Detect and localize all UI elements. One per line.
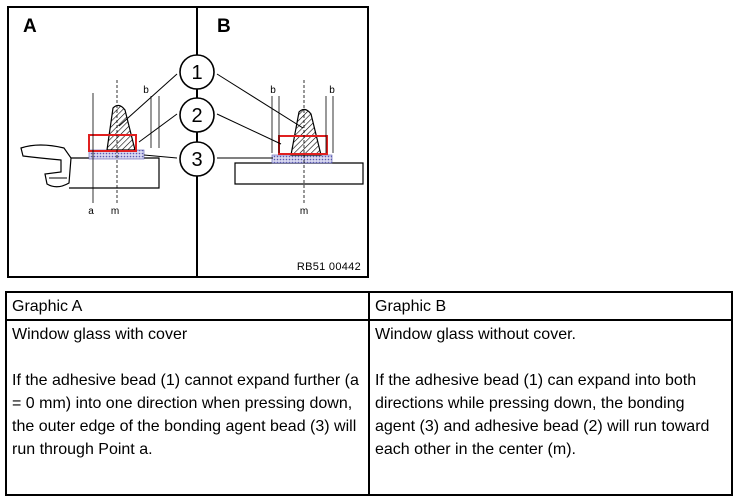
diagram-figure: 1 2 3 a m b b b m A B RB51 00442 bbox=[7, 6, 369, 278]
adhesive-bead-b bbox=[290, 108, 322, 156]
label-a: a bbox=[88, 206, 94, 217]
cell-graphic-b: Window glass without cover. If the adhes… bbox=[368, 319, 733, 496]
callout-3-label: 3 bbox=[191, 149, 202, 171]
table-row: Window glass with cover If the adhesive … bbox=[5, 319, 733, 496]
header-graphic-b: Graphic B bbox=[368, 291, 733, 321]
highlight-box-a bbox=[88, 134, 137, 152]
adhesive-bead-diagram: 1 2 3 a m b b b m bbox=[20, 8, 364, 276]
label-b-a: b bbox=[143, 85, 149, 96]
panel-label-a: A bbox=[23, 16, 37, 37]
label-m-b: m bbox=[300, 206, 308, 217]
graphic-b-description: If the adhesive bead (1) can expand into… bbox=[375, 372, 710, 458]
label-m-a: m bbox=[111, 206, 119, 217]
comparison-table: Graphic A Graphic B Window glass with co… bbox=[5, 291, 733, 496]
reference-code: RB51 00442 bbox=[296, 261, 361, 273]
panel-b-drawing bbox=[234, 80, 364, 203]
callout-1-label: 1 bbox=[191, 62, 202, 84]
panel-a-drawing bbox=[20, 80, 160, 203]
adhesive-bead-a bbox=[106, 104, 136, 151]
header-graphic-a: Graphic A bbox=[5, 291, 370, 321]
callout-leaders bbox=[118, 73, 304, 159]
graphic-a-description: If the adhesive bead (1) cannot expand f… bbox=[12, 372, 359, 458]
cover-trim bbox=[20, 144, 72, 188]
graphic-a-title: Window glass with cover bbox=[12, 326, 188, 343]
callout-2: 2 bbox=[179, 97, 215, 133]
graphic-b-title: Window glass without cover. bbox=[375, 326, 576, 343]
table-header-row: Graphic A Graphic B bbox=[5, 291, 733, 321]
callout-3: 3 bbox=[179, 141, 215, 177]
callout-1: 1 bbox=[179, 54, 215, 90]
panel-label-b: B bbox=[217, 16, 231, 37]
label-b-left: b bbox=[270, 85, 276, 96]
callout-2-label: 2 bbox=[191, 105, 202, 127]
cell-graphic-a: Window glass with cover If the adhesive … bbox=[5, 319, 370, 496]
bonding-agent-b bbox=[271, 154, 333, 164]
label-b-right: b bbox=[329, 85, 335, 96]
